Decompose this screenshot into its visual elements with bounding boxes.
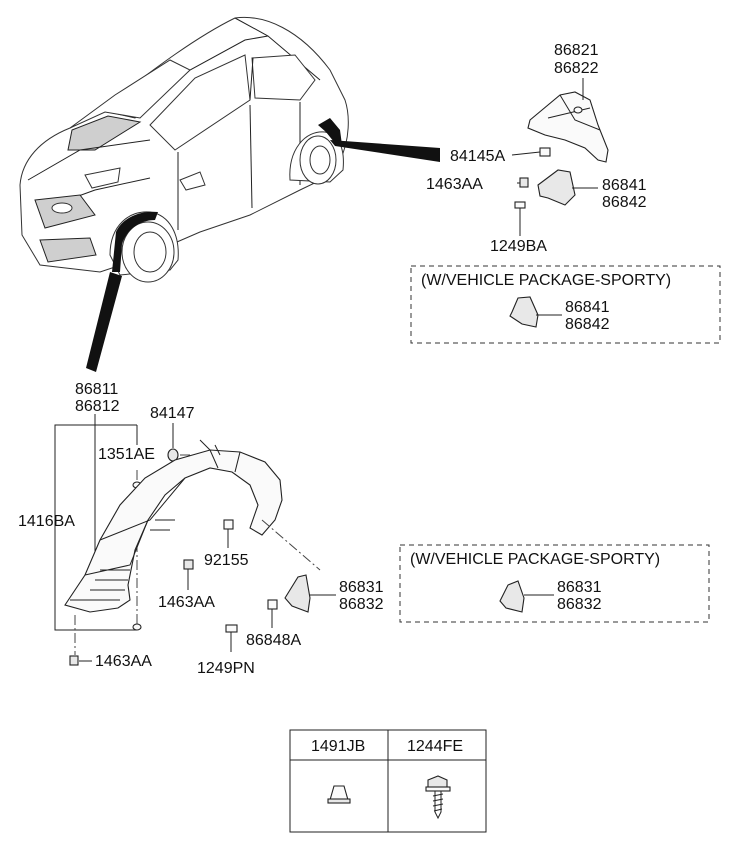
package-top-code1: 86841 bbox=[565, 299, 610, 316]
mudflap-sporty-rear-icon bbox=[509, 296, 539, 328]
car-illustration bbox=[19, 16, 349, 283]
clip-84145A-icon bbox=[539, 147, 551, 157]
package-bottom-code1: 86831 bbox=[557, 579, 602, 596]
label-1463AA-mid: 1463AA bbox=[158, 594, 215, 611]
package-bottom-title: (W/VEHICLE PACKAGE-SPORTY) bbox=[410, 551, 660, 568]
label-1463AA-bot: 1463AA bbox=[95, 653, 152, 670]
mudflap-front-part bbox=[284, 574, 311, 613]
label-86831: 86831 bbox=[339, 579, 384, 596]
nut-86848A-icon bbox=[267, 599, 278, 610]
front-wheel-guard-part bbox=[64, 439, 283, 613]
clip-92155-icon bbox=[223, 519, 234, 530]
bolt-1463AA-bot-icon bbox=[69, 623, 142, 666]
label-86821: 86821 bbox=[554, 42, 599, 59]
package-top-title: (W/VEHICLE PACKAGE-SPORTY) bbox=[421, 272, 671, 289]
package-top-code2: 86842 bbox=[565, 316, 610, 333]
mudflap-sporty-front-icon bbox=[499, 580, 525, 613]
label-1249PN: 1249PN bbox=[197, 660, 255, 677]
fastener-table: 1491JB 1244FE bbox=[289, 729, 487, 833]
label-86841: 86841 bbox=[602, 177, 647, 194]
bolt-1463AA-top-icon bbox=[519, 177, 529, 188]
label-1416BA: 1416BA bbox=[18, 513, 75, 530]
label-92155: 92155 bbox=[204, 552, 249, 569]
label-84147: 84147 bbox=[150, 405, 195, 422]
package-box-bottom: (W/VEHICLE PACKAGE-SPORTY) 86831 86832 bbox=[399, 544, 710, 623]
label-86812: 86812 bbox=[75, 398, 120, 415]
label-86811: 86811 bbox=[75, 381, 118, 398]
callout-beam-rear bbox=[330, 140, 440, 162]
label-1351AE: 1351AE bbox=[98, 446, 155, 463]
clip-nut-icon bbox=[327, 785, 351, 804]
label-1249BA: 1249BA bbox=[490, 238, 547, 255]
screw-1249BA-icon bbox=[514, 201, 526, 220]
rear-wheel-guard-part bbox=[527, 91, 609, 163]
screw-icon bbox=[425, 775, 451, 820]
table-header-1244FE: 1244FE bbox=[407, 738, 463, 755]
label-1463AA-top: 1463AA bbox=[426, 176, 483, 193]
screw-1249PN-icon bbox=[225, 624, 238, 652]
label-86848A: 86848A bbox=[246, 632, 301, 649]
bolt-1463AA-mid-icon bbox=[183, 559, 194, 570]
mudflap-rear-part bbox=[537, 169, 576, 206]
table-header-1491JB: 1491JB bbox=[311, 738, 365, 755]
label-86822: 86822 bbox=[554, 60, 599, 77]
label-86832: 86832 bbox=[339, 596, 384, 613]
callout-beam-front bbox=[86, 272, 122, 372]
label-84145A: 84145A bbox=[450, 148, 505, 165]
label-86842: 86842 bbox=[602, 194, 647, 211]
package-box-top: (W/VEHICLE PACKAGE-SPORTY) 86841 86842 bbox=[410, 265, 721, 344]
package-bottom-code2: 86832 bbox=[557, 596, 602, 613]
